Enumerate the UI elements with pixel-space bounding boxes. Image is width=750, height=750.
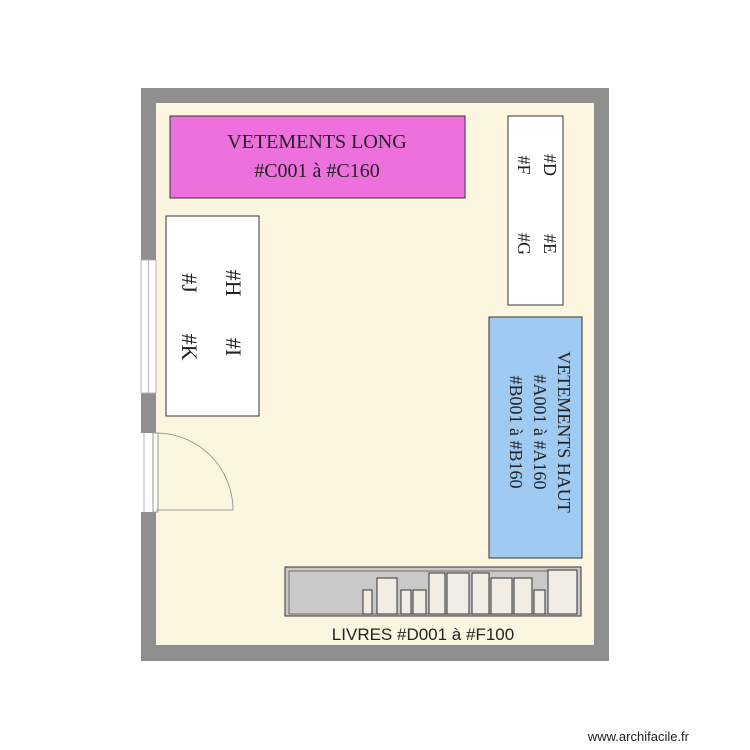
top-clothes-title: VETEMENTS HAUT (554, 351, 574, 512)
cabinet-label-i: #I (221, 338, 246, 356)
book (490, 577, 513, 615)
cabinet-left-box (165, 215, 260, 417)
door-swing-arc (155, 432, 234, 511)
long-clothes-range: #C001 à #C160 (254, 160, 380, 182)
book (400, 589, 412, 615)
long-clothes-wardrobe: VETEMENTS LONG #C001 à #C160 (169, 115, 466, 199)
books-group (362, 569, 578, 615)
door-leaf (152, 432, 159, 513)
cabinet-right: #D #E #F #G (507, 115, 564, 306)
book (376, 577, 398, 615)
cabinet-label-k: #K (177, 334, 202, 361)
book (533, 589, 546, 615)
book (547, 569, 578, 615)
cabinet-label-d: #D (540, 154, 560, 176)
long-clothes-title: VETEMENTS LONG (227, 131, 406, 153)
top-clothes-box (488, 316, 583, 559)
bookshelf (284, 566, 582, 617)
long-clothes-box (169, 115, 466, 199)
cabinet-right-box (507, 115, 564, 306)
book (412, 589, 427, 615)
cabinet-label-j: #J (177, 273, 202, 293)
book (362, 589, 373, 615)
books-label: LIVRES #D001 à #F100 (332, 625, 514, 644)
cabinet-left: #H #I #J #K (165, 215, 260, 417)
top-clothes-range-b: #B001 à #B160 (506, 375, 526, 488)
book (446, 572, 470, 615)
cabinet-label-h: #H (221, 270, 246, 297)
watermark: www.archifacile.fr (587, 729, 690, 744)
book (513, 577, 533, 615)
book (428, 572, 446, 615)
top-clothes-range-a: #A001 à #A160 (530, 375, 550, 490)
door-opening (141, 433, 156, 512)
cabinet-label-g: #G (514, 233, 534, 255)
top-clothes-wardrobe: VETEMENTS HAUT #A001 à #A160 #B001 à #B1… (488, 316, 583, 559)
cabinet-label-e: #E (540, 234, 560, 254)
book (471, 572, 490, 615)
cabinet-label-f: #F (514, 155, 534, 174)
